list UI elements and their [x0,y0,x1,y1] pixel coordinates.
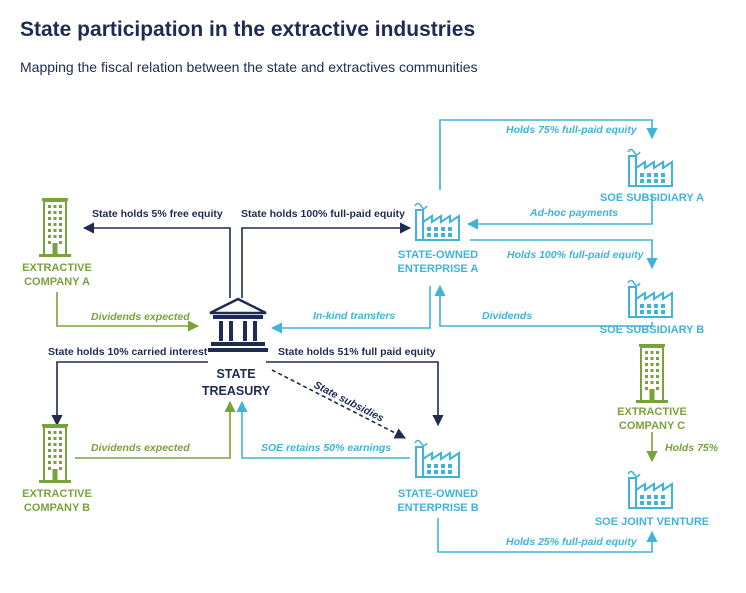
soe-a-label-line1: STATE-OWNED [398,249,478,261]
edge-label-state-holds-51: State holds 51% full paid equity [278,346,436,358]
soe-subsidiary-a-node: SOE SUBSIDIARY A [600,148,704,204]
soe-a-label-line2: ENTERPRISE A [398,263,479,275]
edge-label-holds-100-full: Holds 100% full-paid equity [507,249,645,261]
edge-soe-a-inkind [270,286,431,334]
extractive-a-label-line1: EXTRACTIVE [22,262,92,274]
soe-b-label-line1: STATE-OWNED [398,488,478,500]
treasury-label-line1: STATE [216,367,255,381]
sub-b-label: SOE SUBSIDIARY B [600,324,705,336]
factory-icon [627,279,673,318]
edge-soe-b-retains [236,400,410,459]
edge-label-dividends-expected-a: Dividends expected [91,311,190,323]
edge-label-inkind: In-kind transfers [313,310,395,322]
soe-joint-venture-node: SOE JOINT VENTURE [595,470,709,528]
soe-b-label-line2: ENTERPRISE B [397,502,478,514]
edge-label-dividends-expected-b: Dividends expected [91,442,190,454]
edge-treasury-to-soe-b [266,361,444,427]
office-building-icon [38,423,72,484]
edge-soe-a-to-sub-a [439,119,658,190]
edge-treasury-to-extractive-a [82,222,231,298]
edge-label-state-holds-5: State holds 5% free equity [92,208,223,220]
extractive-a-label-line2: COMPANY A [24,276,90,288]
soe-b-node: STATE-OWNED ENTERPRISE B [397,439,479,514]
edge-soe-b-to-jv [437,518,658,553]
bank-building-icon [208,297,268,352]
treasury-label-line2: TREASURY [202,384,271,398]
edge-sub-a-adhoc [466,195,653,230]
edge-label-holds-25-full: Holds 25% full-paid equity [506,536,638,548]
extractive-company-b-node: EXTRACTIVE COMPANY B [22,423,92,514]
extractive-company-c-node: EXTRACTIVE COMPANY C [617,343,687,432]
extractive-c-label-line1: EXTRACTIVE [617,406,687,418]
edge-label-holds-75-full: Holds 75% full-paid equity [506,124,638,136]
edge-state-subsidies [271,369,406,439]
factory-icon [627,148,673,187]
extractive-b-label-line1: EXTRACTIVE [22,488,92,500]
factory-icon [414,202,460,241]
extractive-c-label-line2: COMPANY C [619,420,685,432]
page-subtitle: Mapping the fiscal relation between the … [20,59,478,75]
edge-extractive-a-dividends [56,292,200,332]
office-building-icon [38,197,72,258]
edge-sub-b-dividends [434,284,653,327]
edge-label-dividends: Dividends [482,310,532,322]
extractive-company-a-node: EXTRACTIVE COMPANY A [22,197,92,288]
state-treasury-node: STATE TREASURY [202,297,271,398]
edge-label-holds-75: Holds 75% [665,442,719,454]
office-building-icon [635,343,669,404]
extractive-b-label-line2: COMPANY B [24,502,90,514]
edge-label-soe-retains: SOE retains 50% earnings [261,442,391,454]
edge-label-state-holds-100: State holds 100% full-paid equity [241,208,405,220]
edge-extractive-b-dividends [75,400,236,459]
jv-label: SOE JOINT VENTURE [595,516,709,528]
edge-soe-a-to-sub-b [470,239,658,270]
edge-treasury-to-extractive-b [51,361,208,427]
soe-a-node: STATE-OWNED ENTERPRISE A [398,202,479,275]
edge-label-adhoc: Ad-hoc payments [529,207,618,219]
sub-a-label: SOE SUBSIDIARY A [600,192,704,204]
factory-icon [627,470,673,509]
factory-icon [414,439,460,478]
edge-label-state-holds-10: State holds 10% carried interest [48,346,208,358]
edge-treasury-to-soe-a [241,222,412,298]
page-title: State participation in the extractive in… [20,18,476,41]
soe-subsidiary-b-node: SOE SUBSIDIARY B [600,279,705,336]
edge-label-state-subsidies: State subsidies [312,379,386,425]
